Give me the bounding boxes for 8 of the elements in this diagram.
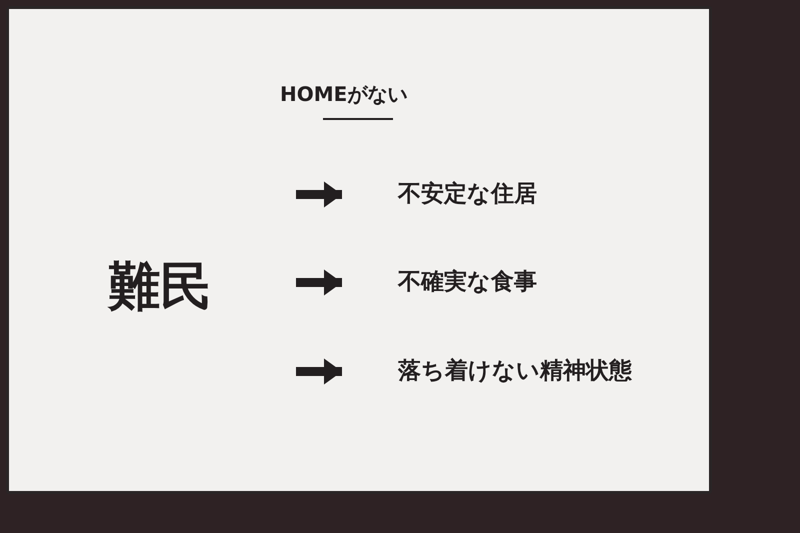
item-text: 不安定な住居: [342, 183, 537, 206]
title: HOMEがない: [280, 84, 408, 104]
arrow: [296, 270, 342, 296]
item-text: 落ち着けない精神状態: [342, 360, 632, 383]
heading-word: 難民: [108, 261, 212, 313]
arrow: [296, 358, 342, 384]
arrow: [296, 182, 342, 208]
item-text: 不確実な食事: [342, 271, 537, 294]
